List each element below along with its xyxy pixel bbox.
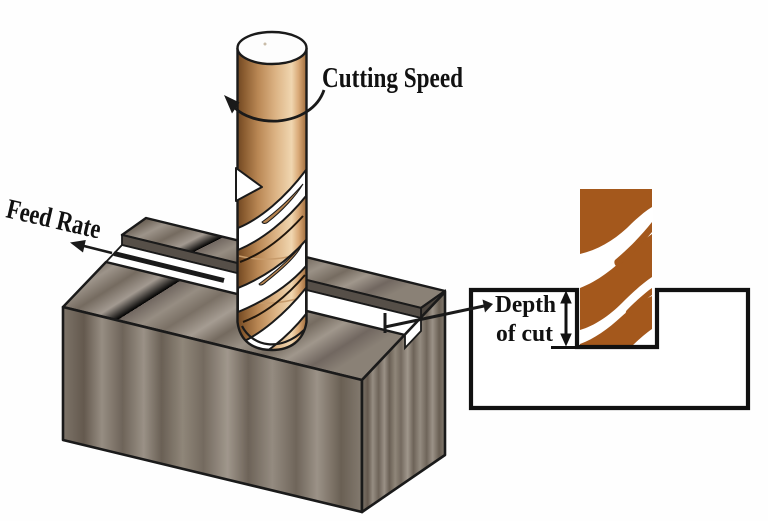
feed-arrow-shaft (83, 244, 113, 255)
flute-sliver-middle (258, 244, 303, 286)
leader-arrow-icon (482, 299, 493, 313)
leader-shaft (384, 304, 485, 329)
rotation-annotation (224, 89, 326, 123)
detail-cutter-sliver-2 (625, 288, 652, 316)
flute-edge-curve-2 (242, 274, 306, 323)
depth-arrow-down-icon (560, 333, 572, 347)
cutting-speed-label: Cutting Speed (322, 63, 463, 94)
flute-sliver-upper (261, 183, 304, 224)
depth-of-cut-label-line1: Depth (495, 292, 556, 318)
depth-arrow-up-icon (560, 290, 572, 304)
feed-rate-label: Feed Rate (3, 194, 104, 246)
depth-detail-view (468, 189, 751, 411)
detail-cutter-sliver-1 (614, 222, 652, 267)
detail-leader (383, 299, 493, 333)
detail-cutter-band-1 (580, 234, 652, 330)
end-mill-center-mark (263, 42, 267, 46)
rotation-arrow-icon (224, 95, 240, 114)
detail-cutter (580, 189, 653, 347)
end-mill-outline (236, 48, 308, 352)
detail-workpiece-outline (468, 287, 751, 411)
depth-of-cut-label-line2: of cut (496, 321, 553, 347)
rotation-arc (234, 89, 326, 123)
end-mill-notch (235, 167, 263, 202)
depth-dimension (551, 290, 579, 349)
end-mill-top-face (236, 30, 308, 66)
feed-arrow-icon (70, 240, 86, 253)
end-mill-tool (235, 30, 308, 352)
flute-bottom-curl (241, 325, 305, 346)
feed-trace-line (113, 251, 225, 283)
detail-cutter-shank (580, 189, 652, 254)
workpiece-slot-exit-face (404, 315, 422, 351)
feed-annotation (70, 240, 225, 283)
flute-edge-curve-1 (239, 215, 304, 263)
